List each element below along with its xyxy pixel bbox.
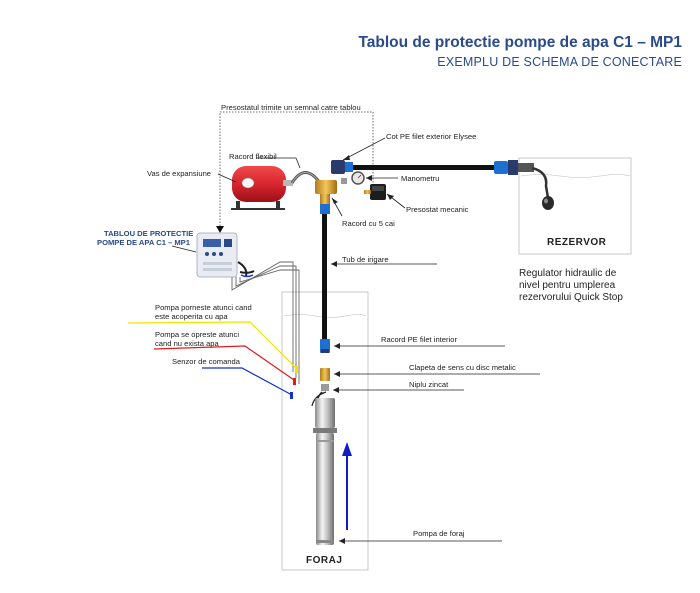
- label-pompa-opreste-line2: cand nu exista apa: [155, 339, 219, 348]
- mechanical-pressure-switch: [364, 184, 386, 200]
- racord-pe-interior: [320, 339, 330, 353]
- panel-wire-2: [235, 265, 297, 378]
- quick-stop-regulator: [531, 166, 554, 210]
- label-cot-pe: Cot PE filet exterior Elysee: [386, 132, 477, 141]
- label-presostat-mecanic: Presostat mecanic: [406, 205, 469, 214]
- expansion-vessel: [231, 166, 293, 210]
- signal-path-dotted: [219, 111, 374, 232]
- label-tub-irigare: Tub de irigare: [342, 255, 389, 264]
- page-subtitle: EXEMPLU DE SCHEMA DE CONECTARE: [437, 55, 682, 69]
- manometer: [341, 171, 365, 185]
- control-panel-device: [196, 232, 255, 278]
- page-title: Tablou de protectie pompe de apa C1 – MP…: [358, 34, 682, 51]
- niplu-zincat: [321, 384, 329, 391]
- label-regulator-line1: Regulator hidraulic de: [519, 268, 617, 279]
- rezervor-water-line: [520, 174, 631, 178]
- ptr-cot-pe: [342, 137, 386, 161]
- label-pompa-foraj: Pompa de foraj: [413, 529, 465, 538]
- foraj-water-line: [283, 314, 367, 318]
- label-racord-pe-interior: Racord PE filet interior: [381, 335, 457, 344]
- label-racord-flexibil: Racord flexibil: [229, 152, 277, 161]
- sensor-yellow: [295, 366, 298, 373]
- rezervor-box: [518, 157, 632, 255]
- ptr-tablou: [171, 245, 197, 253]
- label-foraj: FORAJ: [306, 555, 343, 566]
- label-rezervor: REZERVOR: [547, 237, 607, 248]
- label-regulator-line2: nivel pentru umplerea: [519, 280, 616, 291]
- cot-pe-fitting: [331, 160, 353, 174]
- check-valve: [320, 368, 330, 381]
- flow-arrow-head: [342, 442, 352, 456]
- racord-5-cai: [315, 180, 337, 214]
- label-racord-5-cai: Racord cu 5 cai: [342, 219, 395, 228]
- label-regulator-line3: rezervorului Quick Stop: [519, 292, 623, 303]
- rezervor-inlet-fitting: [494, 160, 534, 175]
- label-pompa-porneste-line2: este acoperita cu apa: [155, 312, 228, 321]
- label-tablou-line1: TABLOU DE PROTECTIE: [104, 229, 194, 238]
- label-tablou-line2: POMPE DE APA C1 – MP1: [97, 238, 190, 247]
- label-clapeta: Clapeta de sens cu disc metalic: [409, 363, 516, 372]
- label-pompa-porneste-line1: Pompa porneste atunci cand: [155, 303, 252, 312]
- submersible-pump: [311, 391, 337, 545]
- panel-wire-1: [231, 261, 294, 372]
- pipe-vertical: [322, 214, 327, 342]
- signal-arrow-down: [216, 226, 224, 233]
- label-senzor: Senzor de comanda: [172, 357, 240, 366]
- sensor-wire-red: [153, 345, 295, 381]
- label-pompa-opreste-line1: Pompa se opreste atunci: [155, 330, 240, 339]
- sensor-wire-yellow: [127, 321, 297, 369]
- label-vas-expansiune: Vas de expansiune: [147, 169, 212, 178]
- panel-wire-3: [239, 269, 300, 384]
- ptr-vas-expansiune: [217, 173, 237, 183]
- sensor-wire-blue: [202, 367, 293, 396]
- label-niplu: Niplu zincat: [409, 380, 449, 389]
- sensor-red: [293, 378, 296, 385]
- pipe-horizontal: [352, 165, 494, 170]
- label-manometru: Manometru: [401, 174, 440, 183]
- sensor-blue: [290, 392, 293, 399]
- label-presostat-signal: Presostatul trimite un semnal catre tabl…: [221, 103, 361, 112]
